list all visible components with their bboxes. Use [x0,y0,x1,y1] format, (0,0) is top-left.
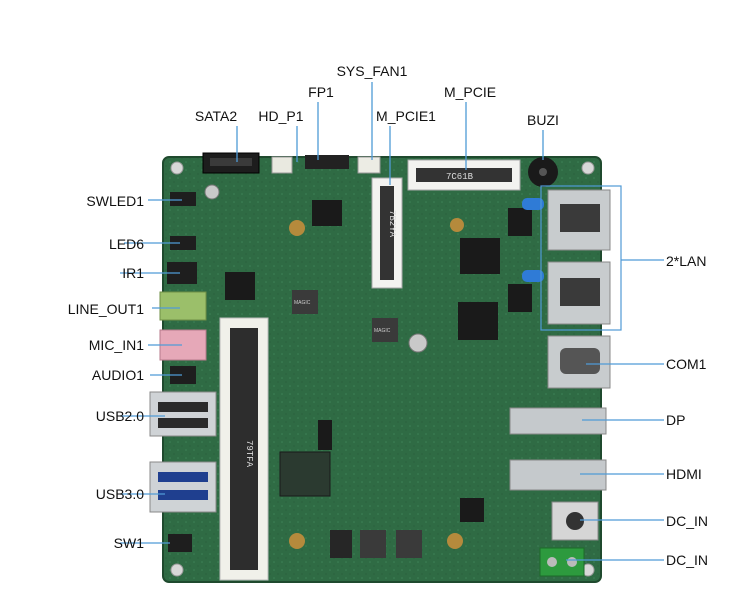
standoff [408,333,428,353]
hdp1-header [271,156,293,174]
capacitor [522,270,544,282]
lan-frame [540,185,622,331]
ir1-header [167,262,197,284]
label-com1: COM1 [666,356,707,372]
chip [460,238,500,274]
inductor [292,290,318,314]
usb2-port-slot [158,402,208,412]
label-micin1: MIC_IN1 [88,337,144,353]
dcin-jack-hole [566,512,584,530]
label-buzi: BUZI [527,112,559,128]
inductor [330,530,352,558]
inductor [396,530,422,558]
label-dp: DP [666,412,686,428]
usb3-port-slot [158,490,208,500]
slot-minipcie-text: 7B2YA [387,210,397,238]
chip [312,200,342,226]
label-dcin-1: DC_IN [666,513,709,529]
usb3-port-slot [158,472,208,482]
sw1-switch [168,534,192,552]
bios-chip [318,420,332,450]
sata2-connector-inner [210,158,252,166]
leader-lines [120,82,664,561]
slot-main-text: 79TFA [244,440,254,468]
fp1-header [305,155,349,169]
buzzer-center [539,168,547,176]
mpcie1-slot-inner [380,186,394,280]
chip-a-text: MAGIC [294,300,311,306]
label-mpcie: M_PCIE [443,84,497,100]
mount-hole [170,161,184,175]
usb2-port [149,391,217,437]
com1-port-inner [560,348,600,374]
slot-mpcie-text: 7C61B [446,172,474,182]
usb2-port-slot [158,418,208,428]
screw-hole [289,220,305,236]
lineout1-jack [159,291,207,321]
audio1-header [170,366,196,384]
label-hdmi: HDMI [666,466,702,482]
dp-port [509,407,607,435]
standoff [204,184,220,200]
label-dcin-2: DC_IN [666,552,709,568]
mount-hole [170,563,184,577]
screw-hole [289,533,305,549]
screw-hole [447,533,463,549]
mpcie-slot-inner [416,168,512,182]
dcin-terminal-screw [567,557,577,567]
chip-b-text: MAGIC [374,328,391,334]
label-usb3: USB3.0 [95,486,144,502]
label-mpcie1: M_PCIE1 [376,108,436,124]
lan-port-1-hole [560,204,600,232]
chip [458,302,498,340]
usb3-port [149,461,217,513]
label-sw1: SW1 [113,535,144,551]
label-2lan: 2*LAN [666,253,707,269]
label-lineout1: LINE_OUT1 [67,301,144,317]
chip [279,451,331,497]
label-sysfan1: SYS_FAN1 [336,63,408,79]
lan-port-2-hole [560,278,600,306]
chip [508,284,532,312]
dcin-terminal-screw [547,557,557,567]
label-usb2: USB2.0 [95,408,144,424]
label-audio1: AUDIO1 [91,367,144,383]
label-sata2: SATA2 [194,108,238,124]
chip [225,272,255,300]
chip [460,498,484,522]
sodimm-slot-inner [230,328,258,570]
capacitor [522,198,544,210]
dcin-terminal [539,547,585,577]
screw-hole [450,218,464,232]
hdmi-port [509,459,607,491]
label-swled1: SWLED1 [86,193,144,209]
label-led6: LED6 [108,236,144,252]
label-fp1: FP1 [308,84,334,100]
label-hdp1: HD_P1 [258,108,304,124]
mount-hole [581,161,595,175]
chip [508,208,532,236]
inductor [372,318,398,342]
label-ir1: IR1 [122,265,144,281]
inductor [360,530,386,558]
swled1-header [170,192,196,206]
sysfan1-connector [357,156,381,174]
led6-header [170,236,196,250]
